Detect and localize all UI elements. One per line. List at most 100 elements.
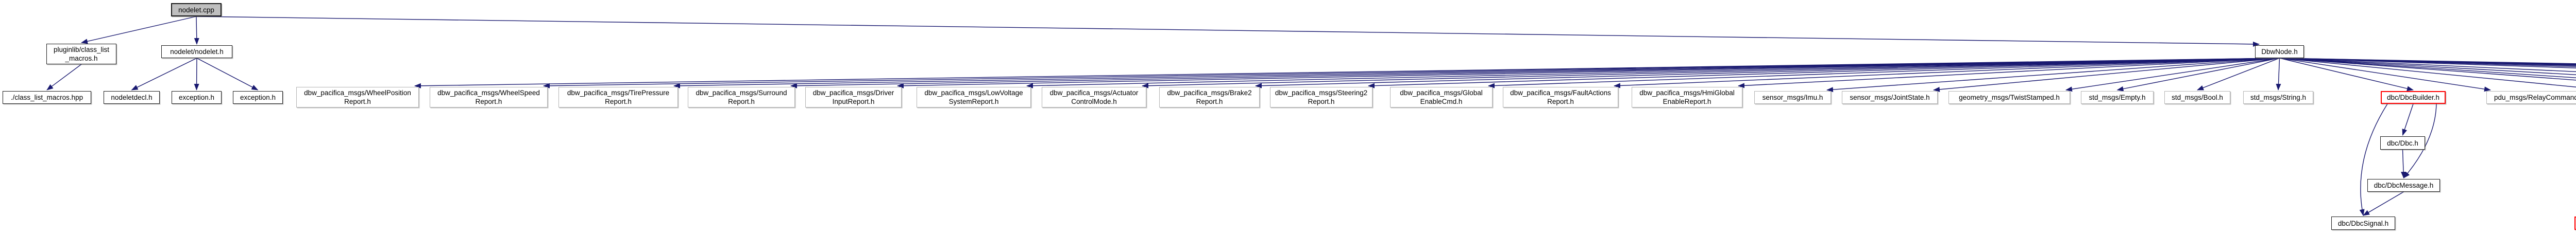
edge-dbwnode-h-to-fault-actions-report xyxy=(1614,58,2280,88)
edge-dbwnode-h-to-twist-stamped xyxy=(2065,58,2280,92)
node-label-line: std_msgs/String.h xyxy=(2250,94,2307,101)
node-label-line: DbwNode.h xyxy=(2261,48,2298,56)
node-label-line: dbw_pacifica_msgs/Surround xyxy=(696,89,787,97)
edge-dbwnode-h-to-accelerator-pedal-report xyxy=(2279,58,2576,67)
edge-dbwnode-h-to-relay-command xyxy=(2279,58,2491,92)
graph-node-dbc-h[interactable]: dbc/Dbc.h xyxy=(2380,136,2425,150)
node-label-line: dbw_pacifica_msgs/FaultActions xyxy=(1510,89,1611,97)
node-label-line: Report.h xyxy=(728,98,755,105)
edge-dbwnode-h-to-hmi-global-enable-report xyxy=(1738,58,2280,88)
node-label-line: exception.h xyxy=(178,94,215,101)
edge-dbwnode-h-to-global-enable-cmd xyxy=(1488,58,2280,88)
edge-dbwnode-h-to-ros-ros xyxy=(2279,58,2576,81)
node-label-line: ControlMode.h xyxy=(1071,98,1117,105)
graph-node-dbwnode-h[interactable]: DbwNode.h xyxy=(2255,45,2304,58)
edge-dbwnode-h-to-dbc-builder xyxy=(2279,58,2414,92)
edge-nodelet-cpp-to-dbwnode-h xyxy=(196,16,2260,47)
node-label-line: pluginlib/class_list xyxy=(53,46,110,53)
edge-pluginlib-class-list-macros-to-class-list-macros-hpp xyxy=(46,64,82,91)
edge-dbwnode-h-to-accelerator-pedal-cmd xyxy=(2279,58,2576,68)
graph-node-ros-subscriber[interactable]: ros/subscriber.h xyxy=(2574,217,2576,230)
graph-node-class-list-macros-hpp[interactable]: ./class_list_macros.hpp xyxy=(3,91,91,104)
graph-node-nodeletdecl-h[interactable]: nodeletdecl.h xyxy=(104,91,160,104)
graph-node-exception-h-1[interactable]: exception.h xyxy=(172,91,222,104)
edge-dbwnode-h-to-relay-state xyxy=(2279,58,2576,87)
edge-dbwnode-h-to-brake2-report xyxy=(1255,58,2280,88)
edge-dbwnode-h-to-low-voltage-system-report xyxy=(1026,58,2280,88)
node-label-line: Report.h xyxy=(344,98,371,105)
node-label-line: dbw_pacifica_msgs/Steering2 xyxy=(1275,89,1368,97)
edge-dbwnode-h-to-steering2-report xyxy=(1368,58,2280,88)
node-label-line: nodelet.cpp xyxy=(178,6,214,14)
node-label-line: sensor_msgs/Imu.h xyxy=(1762,94,1823,101)
node-label-line: EnableReport.h xyxy=(1663,98,1711,105)
graph-node-pluginlib-class-list-macros[interactable]: pluginlib/class_list _macros.h xyxy=(46,44,116,64)
edge-dbc-h-to-dbc-message xyxy=(2401,149,2406,178)
graph-node-dbc-builder[interactable]: dbc/DbcBuilder.h xyxy=(2381,91,2446,104)
edge-dbwnode-h-to-std-empty xyxy=(2116,58,2280,92)
edge-dbwnode-h-to-tire-pressure-report xyxy=(673,58,2280,88)
edge-nodelet-cpp-to-pluginlib-class-list-macros xyxy=(81,16,197,44)
node-label-line: dbw_pacifica_msgs/Global xyxy=(1400,89,1483,97)
node-label-line: dbw_pacifica_msgs/WheelPosition xyxy=(304,89,411,97)
node-label-line: sensor_msgs/JointState.h xyxy=(1850,94,1930,101)
node-label-line: dbc/Dbc.h xyxy=(2387,139,2418,147)
node-label-line: dbc/DbcMessage.h xyxy=(2374,182,2434,189)
node-label-line: nodeletdecl.h xyxy=(111,94,152,101)
node-label-line: _macros.h xyxy=(65,55,98,62)
edge-dbc-message-to-dbc-signal xyxy=(2363,191,2404,216)
graph-node-twist-stamped: geometry_msgs/TwistStamped.h xyxy=(1948,91,2070,104)
edge-dbwnode-h-to-misc-cmd xyxy=(2279,58,2576,65)
edge-dbwnode-h-to-actuator-control-mode xyxy=(1142,58,2280,88)
node-label-line: Report.h xyxy=(1196,98,1223,105)
node-label-line: nodelet/nodelet.h xyxy=(170,48,224,56)
node-label-line: dbw_pacifica_msgs/Actuator xyxy=(1049,89,1139,97)
edge-dbwnode-h-to-wheel-speed-report xyxy=(543,58,2280,88)
node-label-line: dbw_pacifica_msgs/HmiGlobal xyxy=(1639,89,1735,97)
graph-node-nodelet-nodelet-h[interactable]: nodelet/nodelet.h xyxy=(161,45,232,58)
edge-dbwnode-h-to-brake-cmd xyxy=(2279,58,2576,76)
node-label-line: dbc/DbcSignal.h xyxy=(2337,219,2389,227)
node-label-line: dbw_pacifica_msgs/LowVoltage xyxy=(924,89,1023,97)
node-label-line: std_msgs/Empty.h xyxy=(2089,94,2146,101)
edge-dbc-builder-to-dbc-signal xyxy=(2359,103,2388,216)
node-label-line: dbw_pacifica_msgs/Driver xyxy=(812,89,894,97)
graph-node-sensor-joint-state: sensor_msgs/JointState.h xyxy=(1842,91,1938,104)
graph-node-dbc-signal[interactable]: dbc/DbcSignal.h xyxy=(2331,217,2395,230)
edge-dbwnode-h-to-std-bool xyxy=(2197,58,2280,91)
node-label-line: EnableCmd.h xyxy=(1420,98,1463,105)
node-label-line: Report.h xyxy=(1308,98,1335,105)
graph-node-exception-h-2[interactable]: exception.h xyxy=(233,91,283,104)
node-label-line: SystemReport.h xyxy=(948,98,999,105)
node-label-line: Report.h xyxy=(475,98,502,105)
edge-dbwnode-h-to-misc-report xyxy=(2279,58,2576,64)
edge-nodelet-nodelet-h-to-nodeletdecl-h xyxy=(131,58,197,91)
edge-nodelet-cpp-to-nodelet-nodelet-h xyxy=(194,16,199,45)
node-label-line: geometry_msgs/TwistStamped.h xyxy=(1959,94,2060,101)
graph-node-dbc-message[interactable]: dbc/DbcMessage.h xyxy=(2367,179,2440,192)
node-label-line: std_msgs/Bool.h xyxy=(2172,94,2223,101)
graph-node-sensor-imu: sensor_msgs/Imu.h xyxy=(1754,91,1831,104)
edge-dbwnode-h-to-std-string xyxy=(2276,58,2281,91)
graph-node-std-empty: std_msgs/Empty.h xyxy=(2081,91,2154,104)
graph-node-std-string: std_msgs/String.h xyxy=(2243,91,2313,104)
edge-dbwnode-h-to-gear-report xyxy=(2279,58,2576,65)
node-label-line: dbw_pacifica_msgs/TirePressure xyxy=(567,89,670,97)
edge-dbwnode-h-to-driver-input-report xyxy=(897,58,2280,88)
node-label-line: exception.h xyxy=(240,94,276,101)
graph-node-std-bool: std_msgs/Bool.h xyxy=(2164,91,2230,104)
node-label-line: ./class_list_macros.hpp xyxy=(10,94,83,101)
graph-node-relay-command: pdu_msgs/RelayCommand.h xyxy=(2486,91,2576,104)
